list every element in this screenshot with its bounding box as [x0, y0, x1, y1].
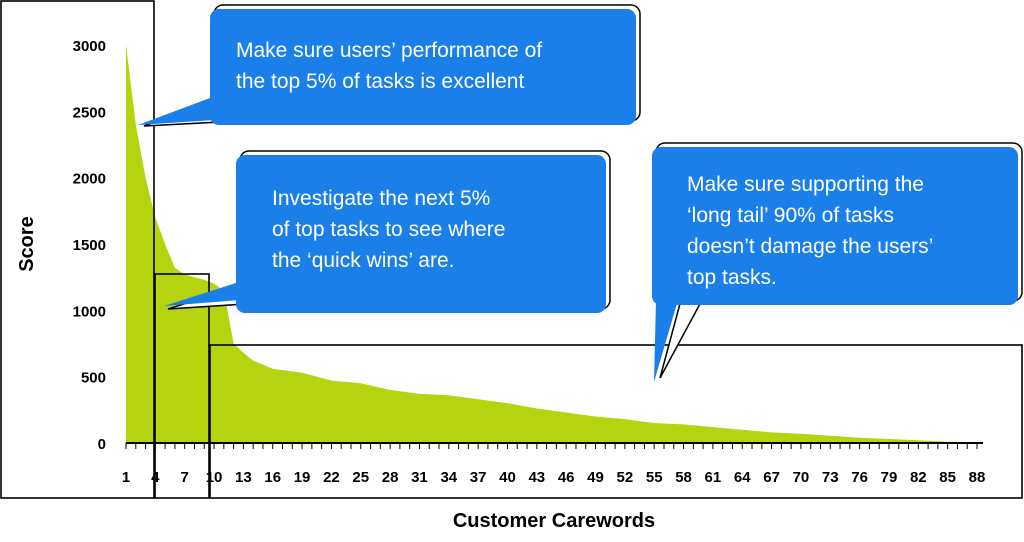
x-tick-label: 28	[382, 469, 399, 486]
region-boxes-layer	[0, 0, 1023, 499]
x-tick-label: 31	[411, 469, 428, 486]
x-tick-label: 88	[969, 469, 986, 486]
callout-bubble	[652, 147, 1018, 305]
area-series	[126, 45, 977, 443]
callout-pointer	[138, 98, 214, 125]
y-tick-label: 2000	[73, 171, 106, 188]
x-tick-label: 22	[323, 469, 340, 486]
x-tick-label: 79	[881, 469, 898, 486]
callout-text-line: ‘long tail’ 90% of tasks	[687, 204, 894, 227]
x-tick-label: 67	[763, 469, 780, 486]
x-tick-label: 73	[822, 469, 839, 486]
y-tick-label: 1000	[73, 303, 106, 320]
x-axis-title: Customer Carewords	[453, 510, 655, 532]
y-axis-title: Score	[16, 216, 38, 272]
x-tick-label: 1	[122, 469, 130, 486]
callout-bubble	[210, 9, 636, 125]
x-tick-label: 70	[793, 469, 810, 486]
callout-text-line: doesn’t damage the users’	[687, 235, 933, 258]
x-tick-label: 46	[558, 469, 575, 486]
x-tick-label: 37	[470, 469, 487, 486]
callout-pointer	[164, 283, 240, 306]
callout-text-line: Make sure supporting the	[687, 173, 924, 196]
x-tick-label: 52	[617, 469, 634, 486]
callout-bubble	[236, 155, 606, 313]
x-tick-label: 61	[705, 469, 722, 486]
callout-text-line: Make sure users’ performance of	[236, 39, 542, 62]
x-tick-label: 58	[675, 469, 692, 486]
region-box-long-tail	[209, 344, 1023, 499]
y-tick-label: 3000	[73, 38, 106, 55]
y-tick-label: 2500	[73, 104, 106, 121]
x-tick-label: 25	[352, 469, 369, 486]
y-tick-label: 1500	[73, 237, 106, 254]
x-tick-label: 64	[734, 469, 751, 486]
region-box-next-5	[154, 273, 210, 499]
x-tick-label: 13	[235, 469, 252, 486]
x-tick-label: 10	[206, 469, 223, 486]
x-tick-label: 85	[939, 469, 956, 486]
callout-text-line: the ‘quick wins’ are.	[272, 249, 454, 272]
x-tick-label: 55	[646, 469, 663, 486]
callout-text-line: the top 5% of tasks is excellent	[236, 70, 524, 93]
callout-pointer	[654, 300, 678, 382]
callout-text-line: top tasks.	[687, 266, 777, 289]
x-tick-label: 76	[851, 469, 868, 486]
area-series-layer	[126, 45, 977, 443]
region-box-top-5	[0, 0, 155, 499]
x-tick-label: 19	[294, 469, 311, 486]
x-tick-label: 34	[440, 469, 457, 486]
callout-top5: Make sure users’ performance of the top 5…	[138, 4, 641, 127]
x-tick-label: 40	[499, 469, 516, 486]
callouts-layer: Make sure users’ performance of the top 5…	[138, 4, 1023, 382]
callout-text-line: Investigate the next 5%	[272, 187, 490, 210]
x-tick-label: 82	[910, 469, 927, 486]
y-tick-label: 500	[81, 370, 106, 387]
callout-tail90: Make sure supporting the ‘long tail’ 90% …	[652, 142, 1023, 382]
callout-next5: Investigate the next 5% of top tasks to s…	[164, 150, 611, 313]
x-tick-label: 7	[181, 469, 189, 486]
x-tick-label: 43	[528, 469, 545, 486]
callout-text-line: of top tasks to see where	[272, 218, 505, 241]
x-tick-label: 49	[587, 469, 604, 486]
y-tick-label: 0	[98, 436, 106, 453]
x-tick-label: 16	[264, 469, 281, 486]
